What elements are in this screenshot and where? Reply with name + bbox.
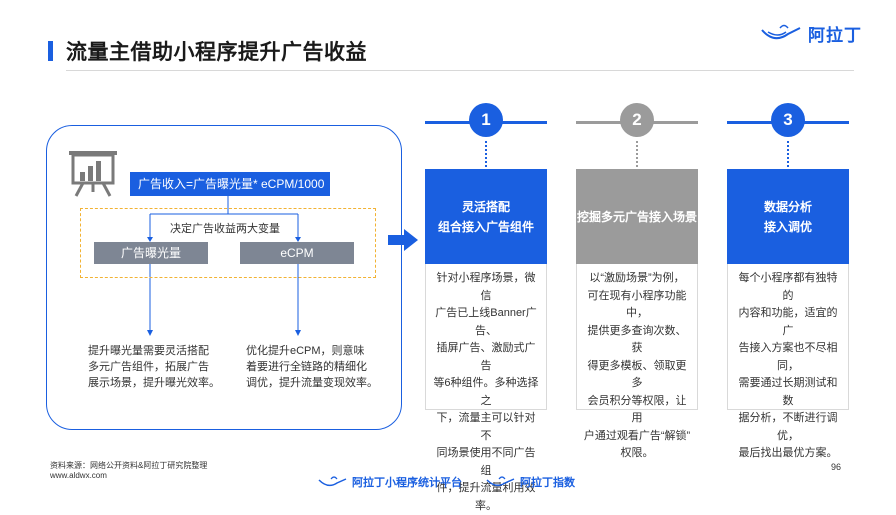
decision-variables-box: [80, 208, 376, 278]
ecpm-factor: eCPM: [240, 242, 354, 264]
lamp-logo-icon: [761, 24, 801, 40]
column-2-body: 以“激励场景”为例， 可在现有小程序功能中， 提供更多查询次数、获 得更多模板、…: [576, 264, 698, 459]
column-2-dotted-connector: [636, 141, 640, 167]
step-2-badge: 2: [620, 103, 654, 137]
right-arrow-icon: [388, 229, 418, 251]
brand-logo: 阿拉丁: [760, 18, 862, 48]
column-3-body: 每个小程序都有独特的 内容和功能，适宜的广 告接入方案也不尽相同， 需要通过长期…: [727, 264, 849, 459]
step-3-badge: 3: [771, 103, 805, 137]
column-1-heading: 灵活搭配 组合接入广告组件: [425, 169, 547, 264]
column-2-heading: 挖掘多元广告接入场景: [576, 169, 698, 264]
connector-lines: [147, 196, 301, 336]
decision-variables-label: 决定广告收益两大变量: [170, 223, 280, 235]
exposure-description: 提升曝光量需要灵活搭配 多元广告组件，拓展广告 展示场景，提升曝光效率。: [88, 345, 220, 389]
page-number: 96: [831, 462, 842, 472]
revenue-formula-panel: [46, 125, 402, 430]
column-1-dotted-connector: [485, 141, 489, 167]
exposure-factor: 广告曝光量: [94, 242, 208, 264]
footer-brand-index: 阿拉丁指数: [486, 474, 575, 490]
source-note: 资料来源：网络公开资料&阿拉丁研究院整理: [50, 461, 208, 470]
website-link[interactable]: www.aldwx.com: [50, 471, 107, 480]
ecpm-description: 优化提升eCPM，则意味 着要进行全链路的精细化 调优，提升流量变现效率。: [246, 345, 378, 389]
page-title: 流量主借助小程序提升广告收益: [66, 41, 367, 64]
footer-brand-platform: 阿拉丁小程序统计平台: [318, 474, 462, 490]
column-1-body: 针对小程序场景，微信 广告已上线Banner广告、 插屏广告、激励式广告 等6种…: [425, 264, 547, 512]
column-3-dotted-connector: [787, 141, 791, 167]
presentation-chart-icon: [69, 151, 117, 197]
step-1-badge: 1: [469, 103, 503, 137]
lamp-logo-icon: [486, 476, 515, 487]
lamp-logo-icon: [318, 476, 347, 487]
revenue-formula: 广告收入=广告曝光量* eCPM/1000: [130, 172, 330, 196]
column-3-heading: 数据分析 接入调优: [727, 169, 849, 264]
title-accent-bar: [48, 41, 53, 61]
title-divider: [66, 70, 854, 71]
brand-name: 阿拉丁: [808, 25, 862, 45]
